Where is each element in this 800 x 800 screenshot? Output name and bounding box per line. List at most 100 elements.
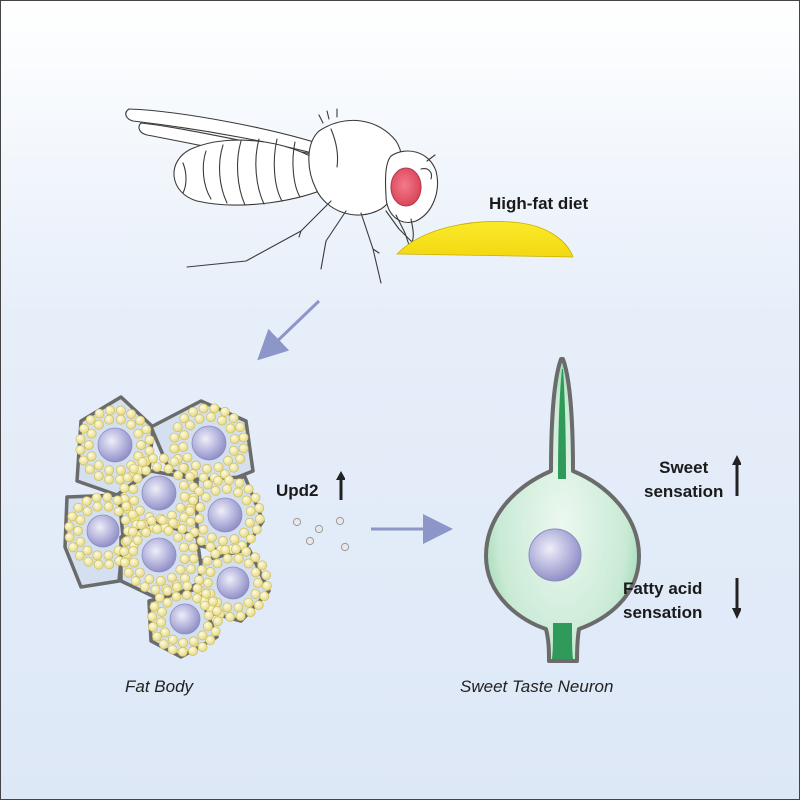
fat-droplet (167, 634, 178, 645)
fat-droplet (150, 584, 161, 595)
fat-droplet (169, 432, 180, 443)
fat-droplet (181, 590, 192, 600)
neuron-nucleus (528, 528, 582, 582)
fat-droplet (245, 607, 256, 617)
fat-droplet (119, 483, 130, 493)
fat-droplet (195, 502, 206, 513)
fat-droplet (243, 558, 254, 569)
fat-droplet (130, 576, 141, 586)
fat-droplet (74, 550, 85, 561)
fat-droplet (155, 576, 166, 586)
fat-droplet (173, 532, 183, 543)
fat-droplet (116, 405, 126, 416)
fat-droplet (206, 532, 217, 543)
fat-droplet (182, 452, 193, 463)
fat-cell-nucleus (216, 566, 250, 600)
sweet-taste-neuron-caption: Sweet Taste Neuron (460, 677, 614, 696)
fat-droplet (160, 627, 170, 638)
fat-droplet (175, 502, 186, 513)
fat-droplet (254, 514, 265, 524)
fat-droplet (234, 478, 245, 489)
fat-droplet (86, 428, 97, 439)
fat-droplet (243, 597, 254, 608)
fat-body-caption: Fat Body (125, 677, 194, 696)
fat-droplet (92, 550, 103, 561)
fat-droplet (228, 462, 239, 473)
fat-droplet (250, 567, 261, 578)
fat-droplet (128, 546, 139, 556)
fat-droplet (205, 635, 216, 646)
fat-droplet (93, 559, 104, 570)
fat-droplet (128, 484, 139, 494)
fat-droplet (175, 564, 186, 575)
fat-droplet (139, 582, 150, 592)
fat-droplet (141, 465, 151, 476)
fat-droplet (241, 546, 252, 557)
fat-droplet (122, 472, 133, 483)
fat-droplet (163, 525, 174, 536)
fat-droplet (104, 559, 115, 570)
fat-droplet (220, 545, 231, 555)
fat-droplet (82, 506, 93, 517)
fat-droplet (144, 435, 155, 445)
fat-droplet (120, 515, 131, 526)
fat-droplet (157, 515, 168, 526)
fat-droplet (177, 647, 188, 657)
fat-droplet (210, 485, 221, 496)
sweet-sensation-line1: Sweet (659, 458, 709, 477)
fat-droplet (261, 570, 271, 581)
fat-droplet (148, 622, 158, 632)
fat-droplet (73, 526, 83, 536)
fat-droplet (104, 474, 114, 485)
fat-droplet (222, 602, 233, 613)
fat-droplet (129, 495, 139, 506)
fat-droplet (188, 636, 199, 647)
fat-droplet (213, 462, 224, 473)
fat-droplet (192, 583, 203, 594)
fat-droplet (212, 558, 223, 569)
fat-droplet (219, 406, 230, 417)
fat-droplet (253, 578, 263, 588)
fat-droplet (146, 515, 157, 526)
fat-droplet (210, 549, 221, 559)
fat-droplet (93, 460, 104, 471)
fat-droplet (123, 567, 134, 578)
fat-droplet (64, 532, 75, 543)
fat-droplet (67, 511, 78, 522)
fat-droplet (202, 621, 213, 632)
fat-droplet (162, 586, 173, 596)
fat-droplet (185, 517, 196, 527)
high-fat-food-drop (396, 221, 574, 258)
fat-droplet (85, 464, 95, 475)
fat-droplet (121, 501, 132, 512)
fat-droplet (223, 455, 233, 466)
fat-droplet (229, 434, 240, 444)
fat-droplet (213, 475, 223, 486)
fat-droplet (136, 519, 147, 530)
fat-droplet (129, 557, 139, 568)
fat-droplet (135, 415, 145, 426)
fat-droplet (259, 591, 270, 602)
fat-droplet (197, 630, 208, 641)
fat-droplet (210, 626, 221, 637)
fat-droplet (202, 463, 212, 474)
fat-droplet (103, 550, 114, 561)
fat-droplet (104, 414, 115, 425)
fat-droplet (229, 534, 240, 545)
fatty-acid-decrease-arrow-icon (732, 578, 741, 619)
fat-droplet (212, 606, 222, 616)
fat-droplet (250, 492, 261, 503)
fatty-acid-line2: sensation (623, 603, 703, 622)
fat-droplet (152, 524, 163, 534)
upd2-label: Upd2 (276, 481, 319, 500)
fat-droplet (94, 408, 105, 419)
fat-droplet (194, 575, 204, 585)
fat-droplet (186, 564, 196, 574)
fat-droplet (163, 463, 174, 474)
fat-droplet (188, 553, 199, 564)
fat-droplet (178, 462, 189, 473)
fat-droplet (166, 572, 177, 583)
fat-droplet (83, 556, 94, 567)
fat-droplet (85, 414, 96, 425)
